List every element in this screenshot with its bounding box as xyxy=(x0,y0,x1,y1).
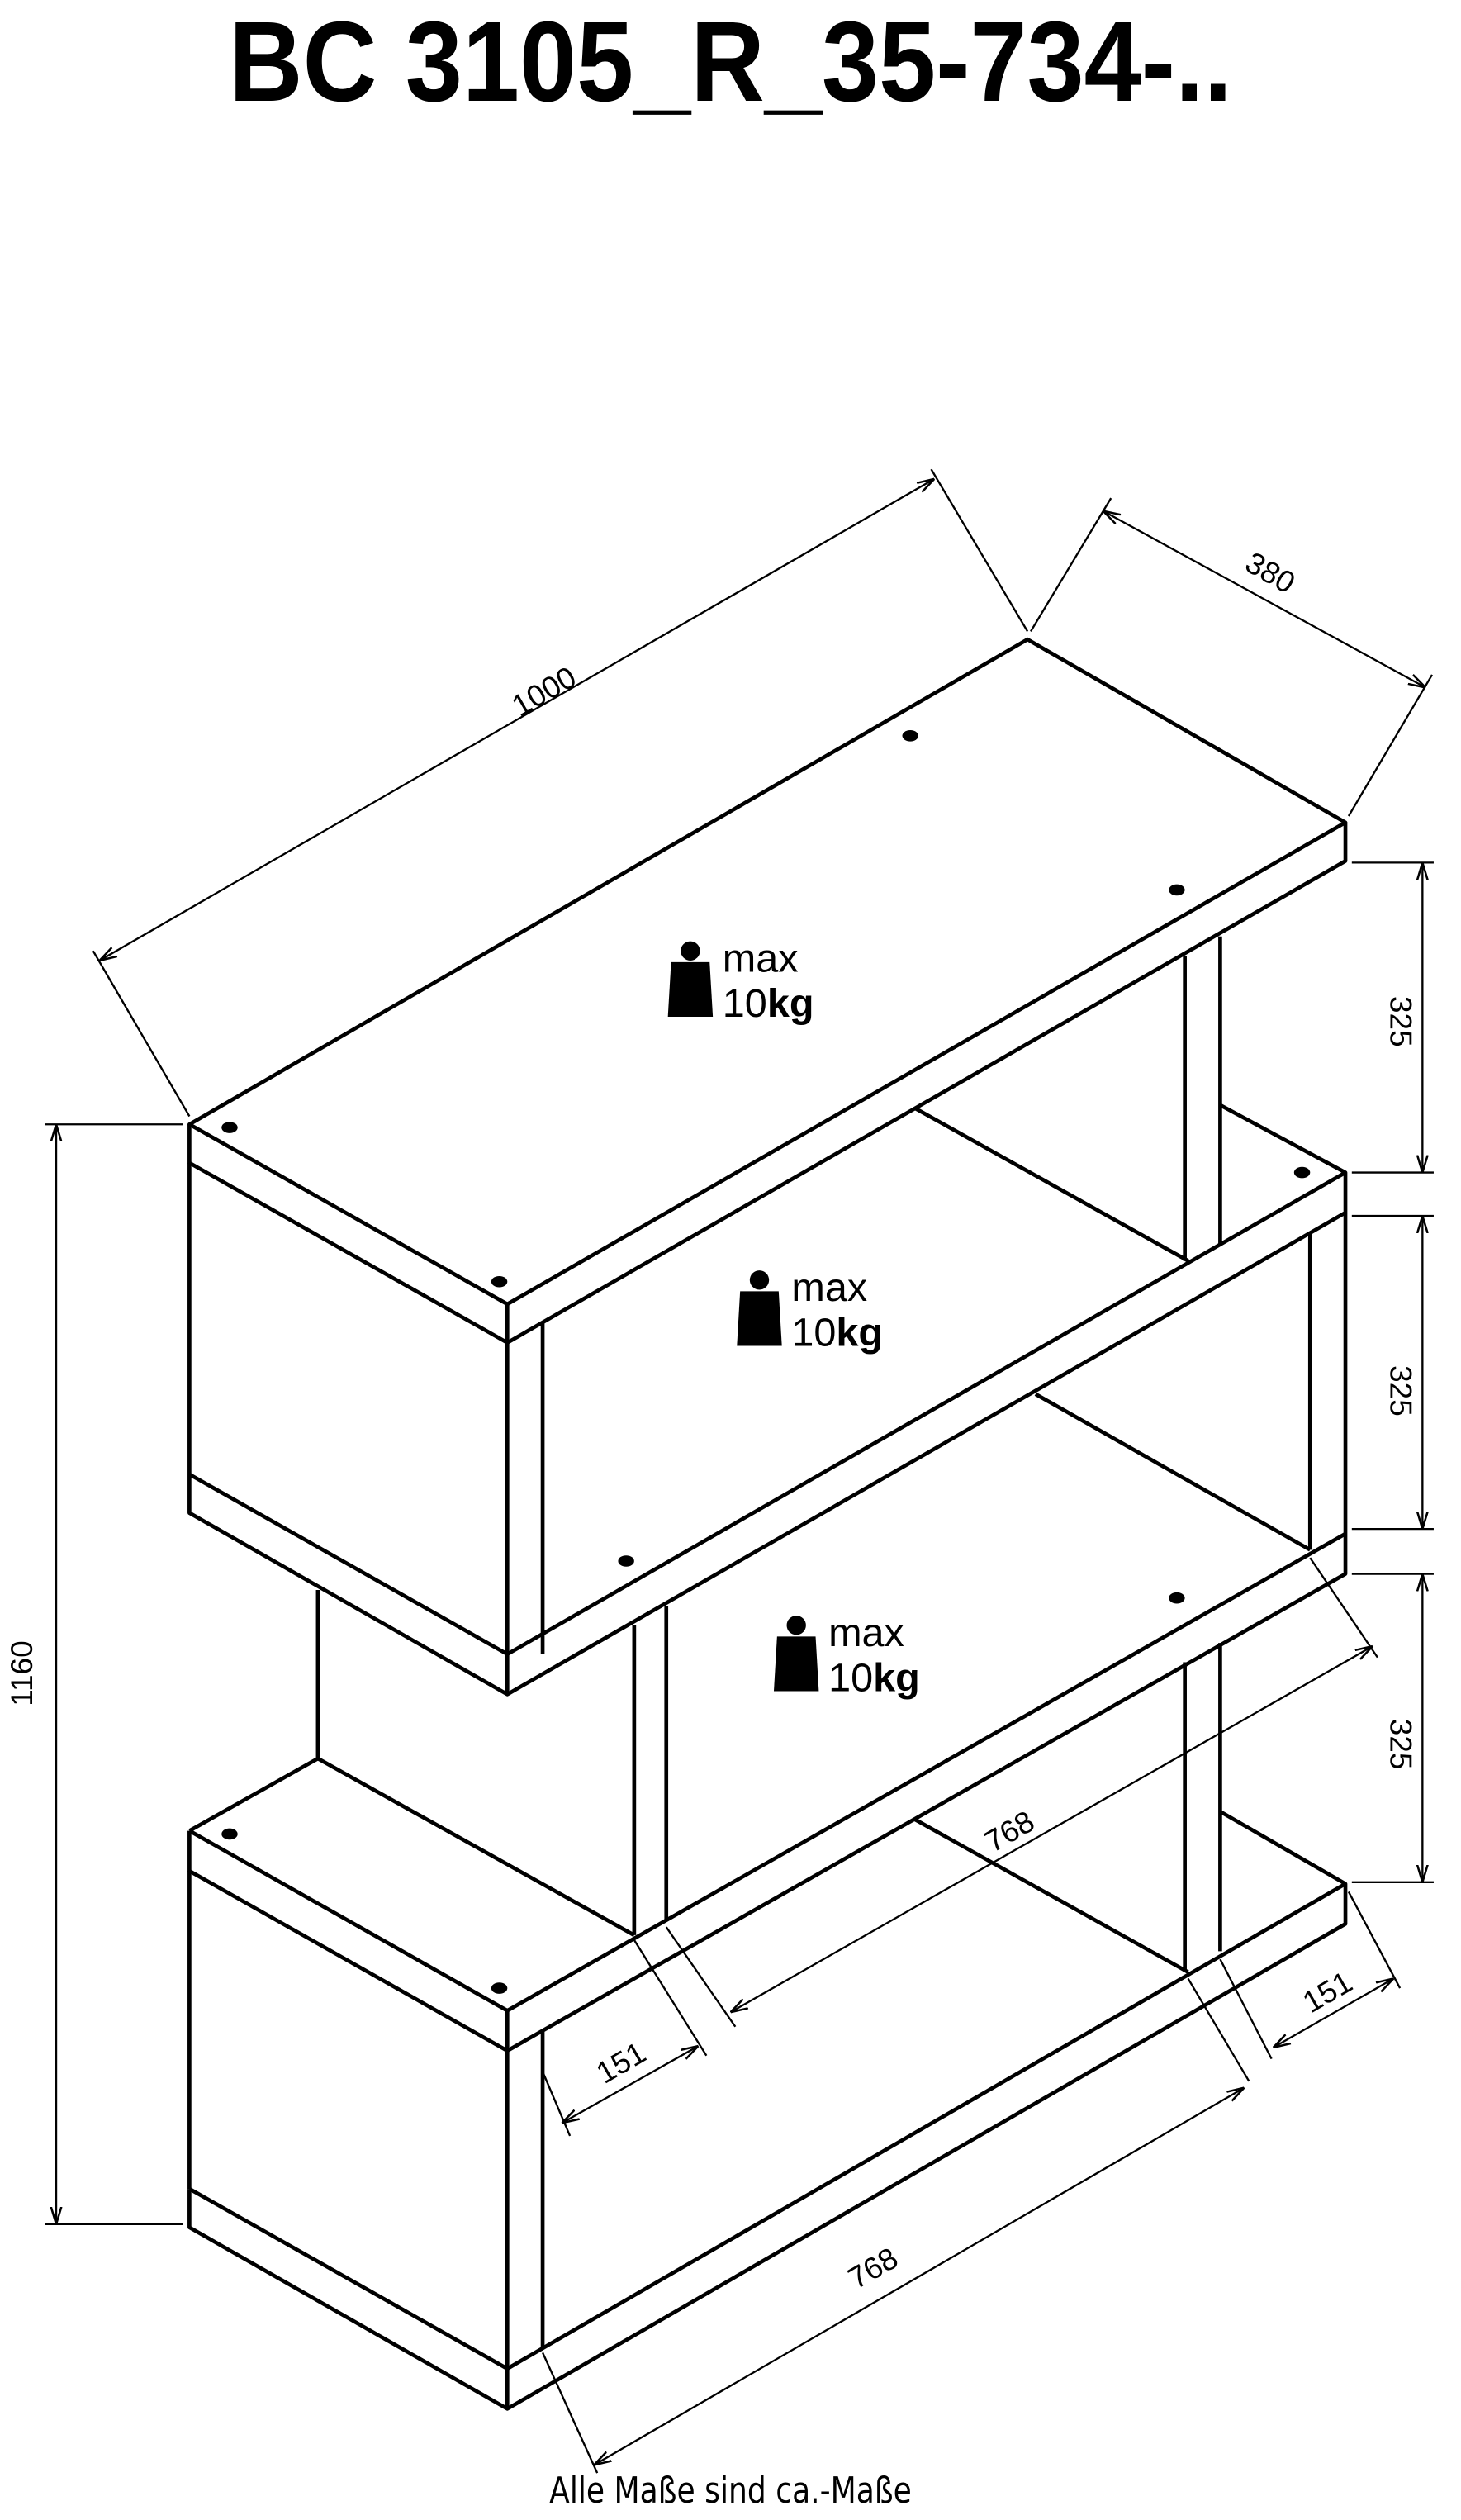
mounting-holes xyxy=(221,729,1311,1994)
dimension-lines: 1000 380 1160 325 325 325 768 151 151 76… xyxy=(5,468,1434,2474)
load-label-middle: max 10kg xyxy=(737,1265,883,1355)
dim-shelf-height-2: 325 xyxy=(1383,1365,1417,1417)
shelf-outline xyxy=(187,637,1348,2411)
caption-note: Alle Maße sind ca.-Maße xyxy=(549,2470,912,2512)
svg-text:10kg: 10kg xyxy=(791,1311,883,1355)
load-label-top: max 10kg xyxy=(667,937,814,1026)
svg-text:10kg: 10kg xyxy=(723,981,814,1026)
dim-inner-width-lower: 768 xyxy=(842,2241,904,2295)
dim-panel-offset-right: 151 xyxy=(1297,1965,1358,2019)
weight-icon xyxy=(667,941,714,1017)
dim-inner-width-upper: 768 xyxy=(979,1804,1040,1858)
dim-shelf-height-1: 325 xyxy=(1383,996,1417,1047)
svg-text:max: max xyxy=(828,1611,904,1655)
weight-icon xyxy=(737,1270,782,1346)
drawing-title: BC 3105_R_35-734-.. xyxy=(228,0,1233,126)
dim-width: 1000 xyxy=(506,660,582,724)
svg-text:10kg: 10kg xyxy=(828,1655,920,1700)
dim-height: 1160 xyxy=(5,1640,39,1706)
load-label-lower: max 10kg xyxy=(773,1611,920,1700)
dim-shelf-height-3: 325 xyxy=(1383,1719,1417,1770)
dim-panel-offset-left: 151 xyxy=(591,2035,652,2090)
svg-text:max: max xyxy=(791,1265,867,1310)
weight-icon xyxy=(773,1616,819,1692)
svg-text:max: max xyxy=(723,937,799,981)
